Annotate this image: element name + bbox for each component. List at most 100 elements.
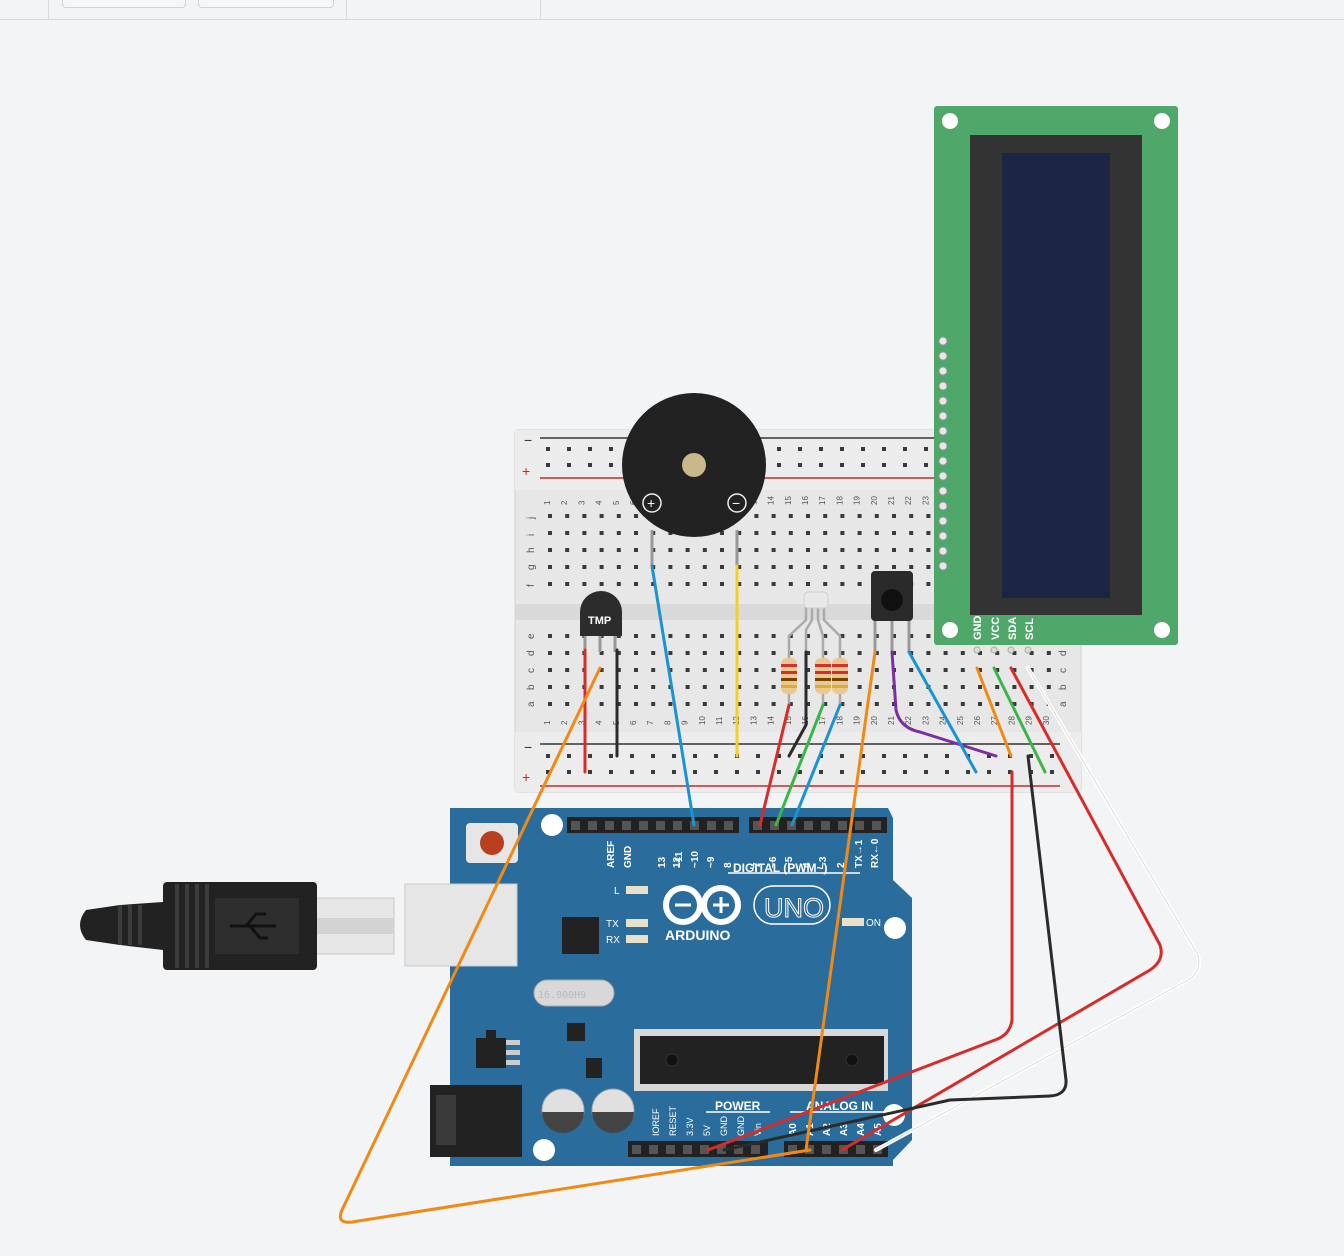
- rail-hole: [882, 447, 886, 451]
- column-number: 4: [595, 500, 604, 505]
- wire-red[interactable]: [758, 703, 791, 827]
- wire-blue[interactable]: [650, 564, 696, 827]
- breadboard-hole: [943, 702, 948, 706]
- wire-green[interactable]: [774, 703, 825, 827]
- led-on-label: ON: [866, 918, 881, 929]
- led-tx: [626, 919, 648, 927]
- wire-orange[interactable]: [804, 650, 877, 1152]
- wire-orange[interactable]: [338, 666, 812, 1224]
- breadboard-hole: [771, 565, 776, 569]
- wire-black[interactable]: [722, 754, 1068, 1152]
- power-header-label: POWER: [715, 1099, 761, 1113]
- breadboard-hole: [995, 685, 1000, 689]
- lcd-pin-label-vcc: VCC: [990, 617, 1002, 640]
- breadboard-hole: [548, 582, 552, 586]
- column-number: 18: [835, 496, 844, 505]
- row-letter: g: [526, 564, 537, 570]
- buzzer-minus-terminal: [727, 493, 747, 513]
- breadboard-hole: [857, 514, 862, 518]
- breadboard-hole: [634, 668, 638, 672]
- wire-red[interactable]: [706, 770, 1014, 1152]
- column-number: 26: [973, 716, 982, 725]
- digital-pin-label: ~11: [674, 851, 685, 868]
- rail-hole: [714, 770, 718, 774]
- column-number: 13: [749, 716, 758, 725]
- toolbar: [0, 0, 1344, 20]
- breadboard-hole: [548, 514, 552, 518]
- breadboard-hole: [720, 685, 724, 689]
- mounting-hole: [1154, 113, 1170, 129]
- toolbar-button[interactable]: [198, 0, 334, 8]
- analog-header: [784, 1141, 888, 1157]
- breadboard-hole: [788, 565, 793, 569]
- temperature-sensor-tmp36[interactable]: TMP: [580, 591, 622, 652]
- piezo-buzzer[interactable]: + −: [622, 393, 766, 566]
- breadboard-hole: [616, 514, 621, 518]
- wire-black[interactable]: [787, 650, 808, 758]
- rail-minus-label: −: [524, 739, 532, 755]
- reset-button[interactable]: [466, 823, 518, 863]
- lcd-16x2-i2c[interactable]: GND VCC SDA SCL: [934, 106, 1178, 654]
- wire-purple[interactable]: [890, 650, 998, 758]
- power-jack: [430, 1085, 522, 1157]
- ir-receiver[interactable]: [871, 571, 913, 652]
- breadboard-hole: [806, 651, 810, 655]
- resistors[interactable]: [781, 652, 848, 706]
- column-number: 28: [1007, 716, 1016, 725]
- column-number: 2: [560, 500, 569, 505]
- breadboard-hole: [892, 531, 896, 535]
- wire-red[interactable]: [840, 666, 1163, 1152]
- breadboard-hole: [806, 582, 810, 586]
- rail-hole: [819, 447, 823, 451]
- breadboard-hole: [754, 514, 759, 518]
- small-chip: [567, 1023, 585, 1041]
- breadboard-hole: [960, 685, 965, 689]
- breadboard-hole: [788, 531, 793, 535]
- usb-cable[interactable]: [80, 882, 395, 970]
- lcd-pin: [938, 381, 948, 391]
- breadboard-hole: [685, 651, 690, 655]
- resistor-band: [832, 678, 848, 681]
- breadboard-hole: [737, 668, 742, 672]
- wire-blue[interactable]: [790, 703, 842, 827]
- wire-blue[interactable]: [907, 650, 978, 774]
- breadboard-hole: [823, 651, 828, 655]
- digital-pin-label: AREF: [606, 841, 617, 868]
- rail-hole: [945, 770, 949, 774]
- led-tx-label: TX: [606, 919, 619, 930]
- breadboard-hole: [720, 531, 724, 535]
- breadboard-hole: [788, 514, 793, 518]
- breadboard-hole: [874, 634, 879, 638]
- breadboard-hole: [857, 702, 862, 706]
- rail-hole: [693, 754, 697, 758]
- header-pin: [673, 821, 682, 830]
- column-number: 30: [1042, 716, 1051, 725]
- breadboard-hole: [634, 651, 638, 655]
- lcd-pin: [938, 456, 948, 466]
- usb-icon: [230, 912, 276, 940]
- toolbar-button[interactable]: [62, 0, 186, 8]
- header-pin: [639, 821, 648, 830]
- wire-orange[interactable]: [975, 666, 1013, 758]
- breadboard-hole: [702, 685, 707, 689]
- breadboard-hole: [737, 651, 742, 655]
- breadboard-hole: [909, 685, 914, 689]
- rail-hole: [546, 754, 550, 758]
- breadboard-hole: [599, 651, 604, 655]
- breadboard-hole: [926, 702, 931, 706]
- wires[interactable]: [338, 564, 1201, 1224]
- breadboard-hole: [857, 582, 862, 586]
- breadboard-hole: [599, 668, 604, 672]
- digital-pin-label: 12: [672, 856, 683, 868]
- breadboard-hole: [943, 685, 948, 689]
- breadboard-hole: [668, 634, 673, 638]
- breadboard-hole: [634, 685, 638, 689]
- rgb-led[interactable]: [787, 591, 842, 652]
- breadboard-hole: [771, 702, 776, 706]
- wire-green[interactable]: [992, 666, 1047, 774]
- rail-hole: [861, 447, 865, 451]
- breadboard-hole: [926, 668, 931, 672]
- breadboard-hole: [565, 685, 570, 689]
